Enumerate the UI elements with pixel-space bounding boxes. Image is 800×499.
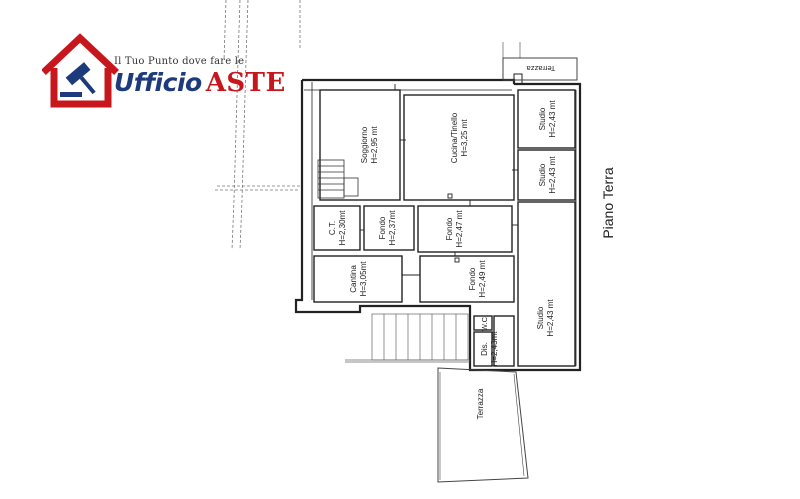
svg-text:H=2,30mt: H=2,30mt: [338, 210, 347, 246]
room-label-studio-2: Studio H=2,43 mt: [538, 156, 557, 194]
svg-text:Fondo: Fondo: [445, 217, 454, 240]
room-label-fondo-3: Fondo H=2,49 mt: [468, 260, 487, 298]
terrace-label-bottom: Terrazza: [476, 388, 485, 419]
room-label-studio-3: Studio H=2,43 mt: [536, 299, 555, 337]
svg-text:Cantina: Cantina: [349, 265, 358, 293]
neighbour-boundary-lines: [215, 0, 301, 251]
external-stairs: [345, 313, 470, 363]
svg-text:Fondo: Fondo: [378, 216, 387, 239]
room-label-dis: Dis. H=2,43mt: [480, 331, 499, 367]
floor-label: Piano Terra: [600, 167, 616, 239]
room-label-cucina: Cucina/Tinello H=3,25 mt: [450, 112, 469, 163]
door-openings: [360, 84, 518, 276]
svg-text:H=3,05mt: H=3,05mt: [359, 261, 368, 297]
room-label-fondo-2: Fondo H=2,47 mt: [445, 210, 464, 248]
svg-text:Studio: Studio: [538, 107, 547, 130]
ufficio-aste-logo: [42, 32, 332, 112]
svg-text:H=2,49 mt: H=2,49 mt: [478, 260, 487, 298]
staircase: [317, 159, 359, 199]
logo-brand-aste: ASTE: [205, 68, 286, 98]
svg-text:H=2,43mt: H=2,43mt: [490, 331, 499, 367]
room-label-studio-1: Studio H=2,43 mt: [538, 100, 557, 138]
room-label-soggiorno: Soggiorno H=2,95 mt: [360, 126, 379, 164]
room-label-fondo-1: Fondo H=2,37mt: [378, 210, 397, 246]
room-label-ct: C.T. H=2,30mt: [328, 210, 347, 246]
room-label-cantina: Cantina H=3,05mt: [349, 261, 368, 297]
svg-text:Cucina/Tinello: Cucina/Tinello: [450, 112, 459, 163]
house-gavel-icon: [42, 33, 119, 108]
svg-text:Studio: Studio: [538, 163, 547, 186]
svg-text:H=2,37mt: H=2,37mt: [388, 210, 397, 246]
svg-text:H=3,25 mt: H=3,25 mt: [460, 119, 469, 157]
svg-text:Soggiorno: Soggiorno: [360, 126, 369, 163]
svg-text:H=2,95 mt: H=2,95 mt: [370, 126, 379, 164]
logo-brand-ufficio: Ufficio: [114, 68, 202, 97]
terrace-top: [502, 42, 578, 81]
svg-text:Piano Terra: Piano Terra: [600, 167, 616, 239]
svg-text:Fondo: Fondo: [468, 267, 477, 290]
svg-text:H=2,47 mt: H=2,47 mt: [455, 210, 464, 248]
svg-text:C.T.: C.T.: [328, 221, 337, 235]
svg-text:Terrazza: Terrazza: [476, 388, 485, 419]
svg-text:Studio: Studio: [536, 306, 545, 329]
svg-text:H=2,43 mt: H=2,43 mt: [546, 299, 555, 337]
svg-text:H=2,43 mt: H=2,43 mt: [548, 100, 557, 138]
svg-text:W.C.: W.C.: [480, 315, 489, 331]
interior-walls: [313, 89, 576, 367]
logo-tagline: Il Tuo Punto dove fare le: [114, 56, 245, 67]
terrace-bottom: [437, 367, 529, 483]
svg-text:Dis.: Dis.: [480, 342, 489, 356]
terrace-label-top: Terrazza: [526, 64, 556, 73]
svg-text:H=2,43 mt: H=2,43 mt: [548, 156, 557, 194]
svg-text:Terrazza: Terrazza: [526, 64, 556, 73]
room-label-wc: W.C.: [480, 315, 489, 331]
